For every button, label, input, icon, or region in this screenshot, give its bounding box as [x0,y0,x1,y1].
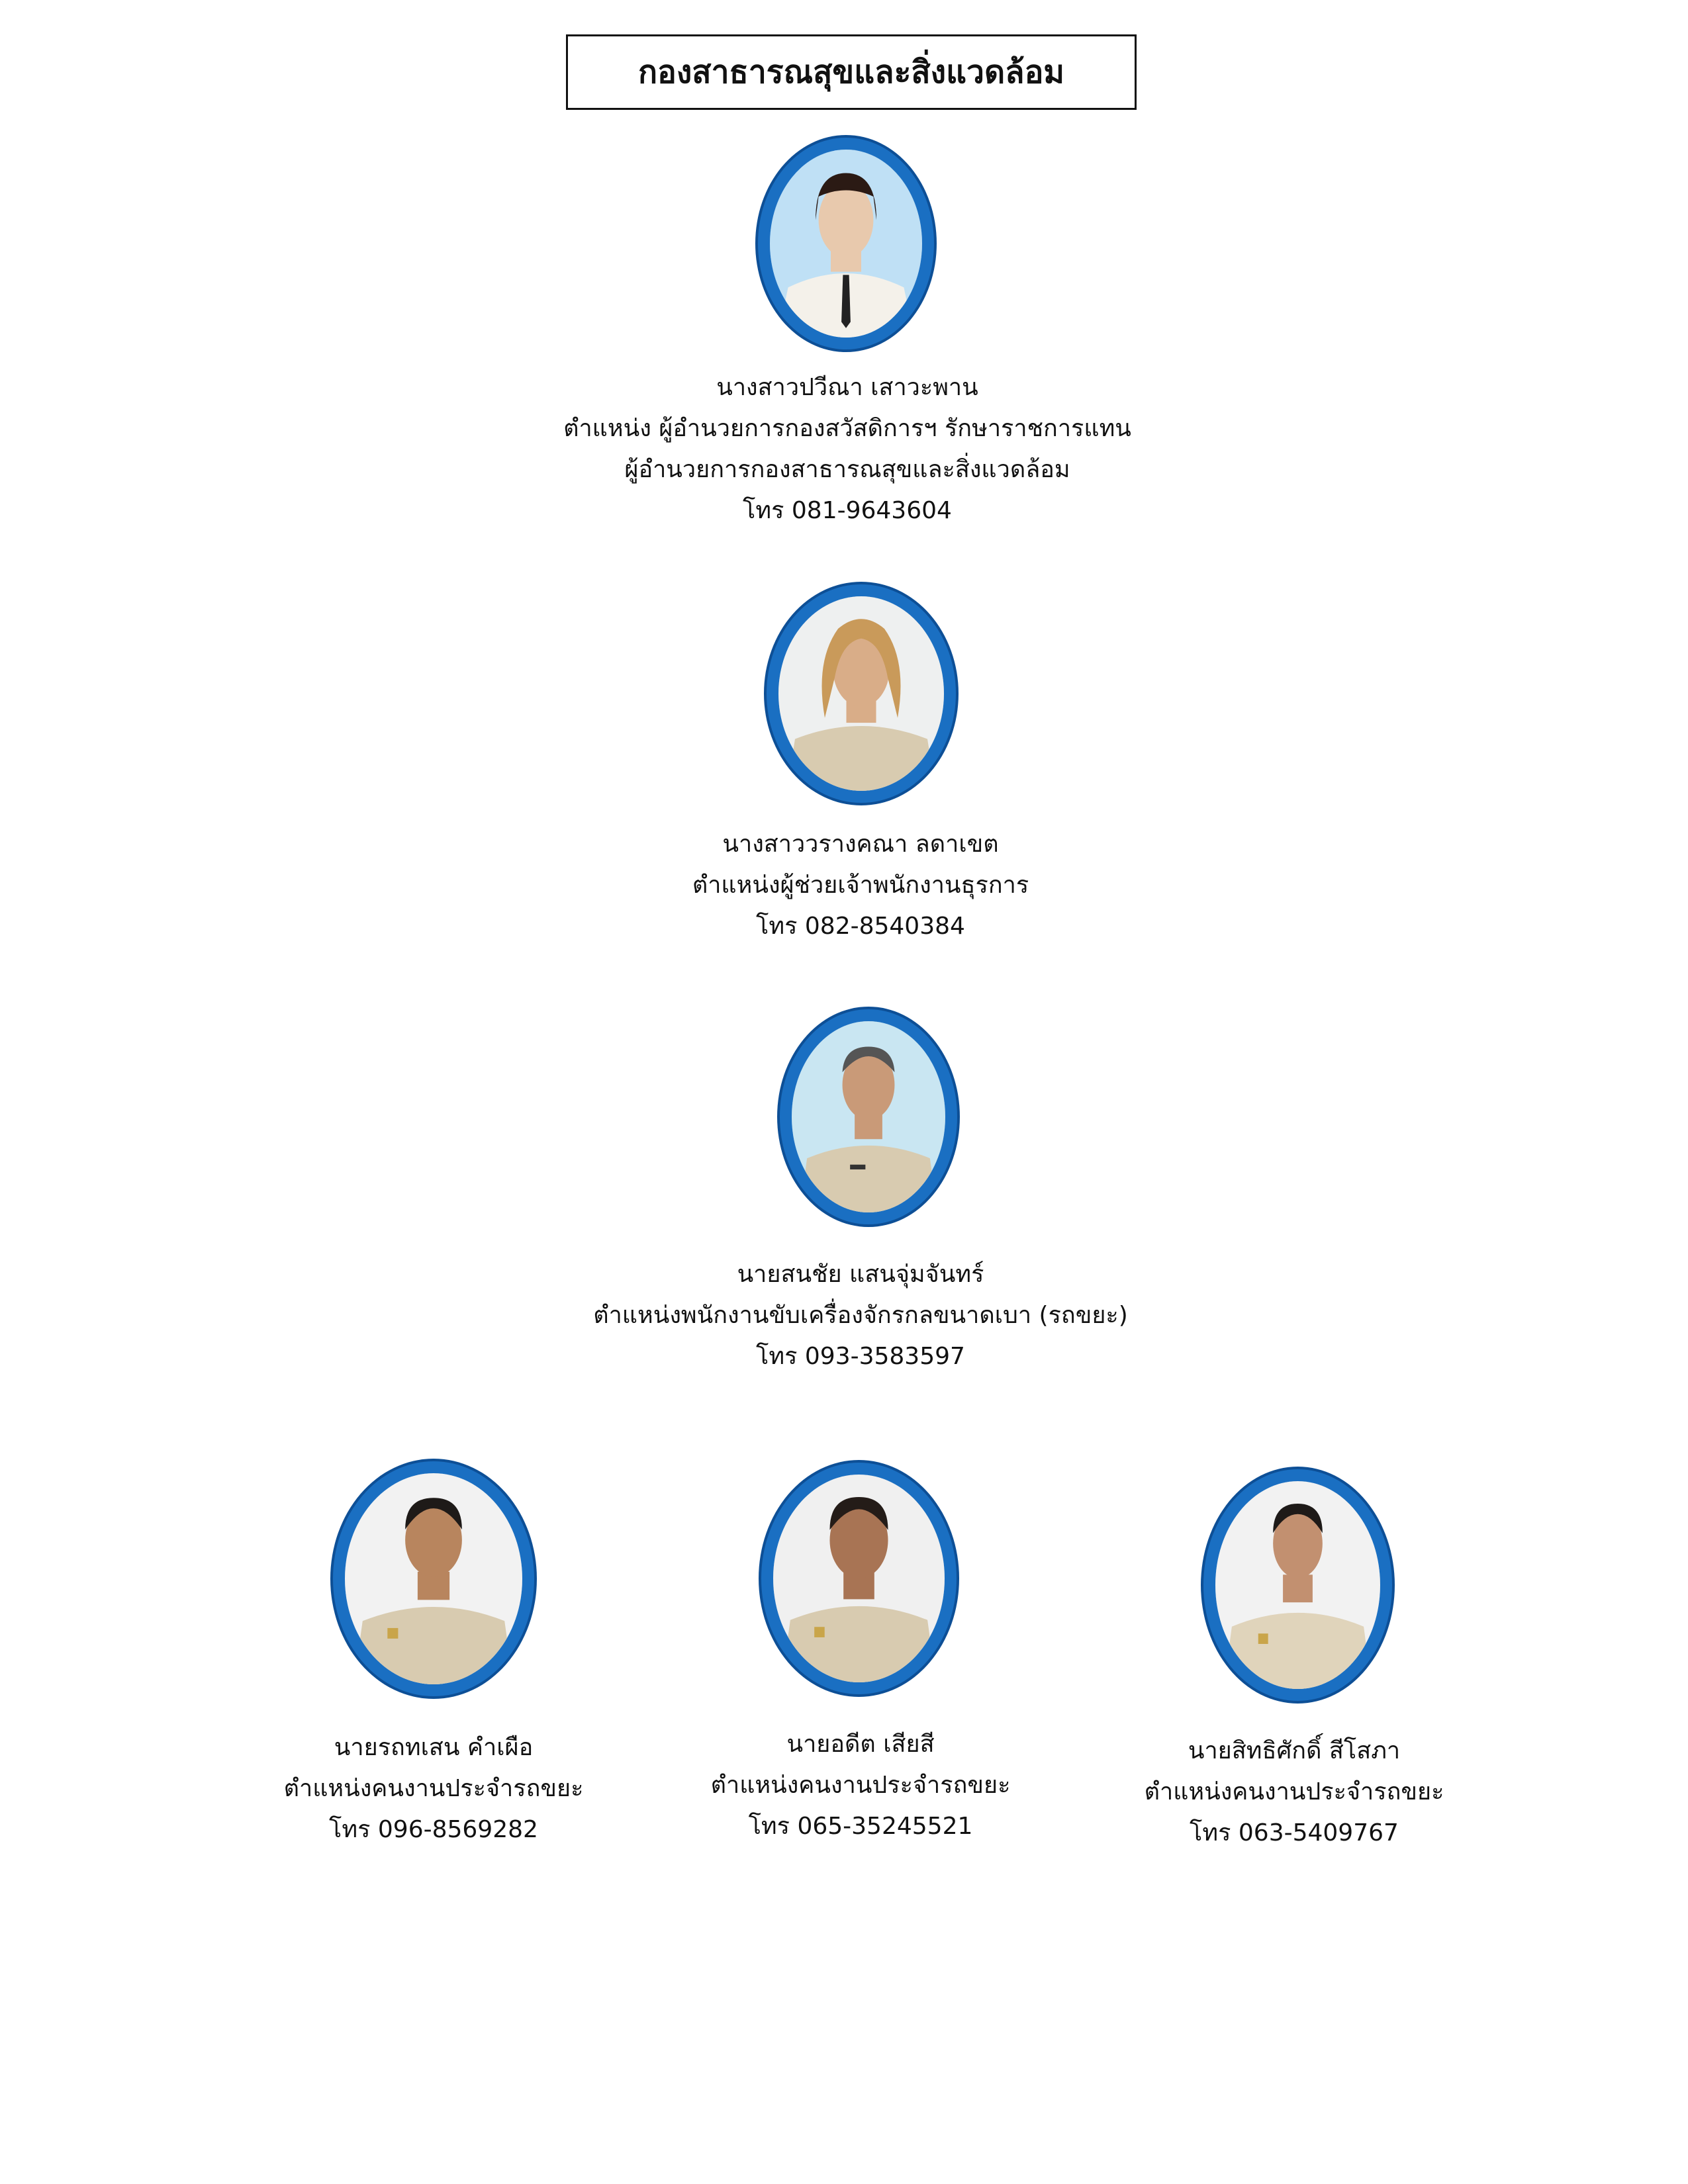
portrait-photo [1203,1469,1392,1701]
person-position: ตำแหน่งคนงานประจำรถขยะ [1144,1778,1444,1805]
person-photo-icon [773,1475,945,1682]
person-phone: โทร 063-5409767 [1190,1819,1399,1846]
person-position-line2: ผู้อำนวยการกองสาธารณสุขและสิ่งแวดล้อม [624,456,1070,483]
person-phone: โทร 096-8569282 [329,1816,538,1843]
person-photo-icon [778,596,944,791]
person-name: นายรถทเสน คำเผือ [334,1734,534,1761]
portrait-photo [758,138,934,349]
person-photo-icon [1215,1481,1380,1689]
person-name: นายอดีต เสียสี [786,1731,935,1758]
person-photo-icon [770,150,922,338]
person-caption: นายสนชัย แสนจุ่มจันทร์ ตำแหน่งพนักงานขับ… [530,1254,1192,1377]
person-position: ตำแหน่ง ผู้อำนวยการกองสวัสดิการฯ รักษารา… [563,415,1131,442]
person-photo-icon [792,1021,945,1212]
person-caption: นายรถทเสน คำเผือ ตำแหน่งคนงานประจำรถขยะ … [235,1727,632,1850]
person-caption: นางสาวปวีณา เสาวะพาน ตำแหน่ง ผู้อำนวยการ… [477,367,1218,531]
person-name: นางสาววรางคณา ลดาเขต [722,831,999,858]
page-title: กองสาธารณสุขและสิ่งแวดล้อม [566,34,1137,110]
person-position: ตำแหน่งผู้ช่วยเจ้าพนักงานธุรการ [692,872,1029,899]
person-name: นางสาวปวีณา เสาวะพาน [716,374,978,401]
person-phone: โทร 093-3583597 [756,1343,965,1370]
person-phone: โทร 082-8540384 [756,913,965,940]
portrait-photo [767,584,956,803]
person-caption: นางสาววรางคณา ลดาเขต ตำแหน่งผู้ช่วยเจ้าพ… [530,824,1192,947]
portrait-photo [761,1463,957,1694]
person-name: นายสิทธิศักดิ์ สีโสภา [1188,1737,1401,1764]
person-position: ตำแหน่งพนักงานขับเครื่องจักรกลขนาดเบา (ร… [593,1302,1128,1329]
person-caption: นายอดีต เสียสี ตำแหน่งคนงานประจำรถขยะ โท… [662,1724,1059,1847]
portrait-photo [333,1461,534,1696]
person-position: ตำแหน่งคนงานประจำรถขยะ [710,1772,1011,1799]
person-phone: โทร 081-9643604 [743,497,952,524]
person-name: นายสนชัย แสนจุ่มจันทร์ [737,1261,984,1288]
portrait-photo [780,1009,957,1224]
person-photo-icon [345,1473,522,1684]
person-caption: นายสิทธิศักดิ์ สีโสภา ตำแหน่งคนงานประจำร… [1096,1731,1493,1854]
person-phone: โทร 065-35245521 [748,1813,973,1840]
person-position: ตำแหน่งคนงานประจำรถขยะ [283,1775,584,1802]
